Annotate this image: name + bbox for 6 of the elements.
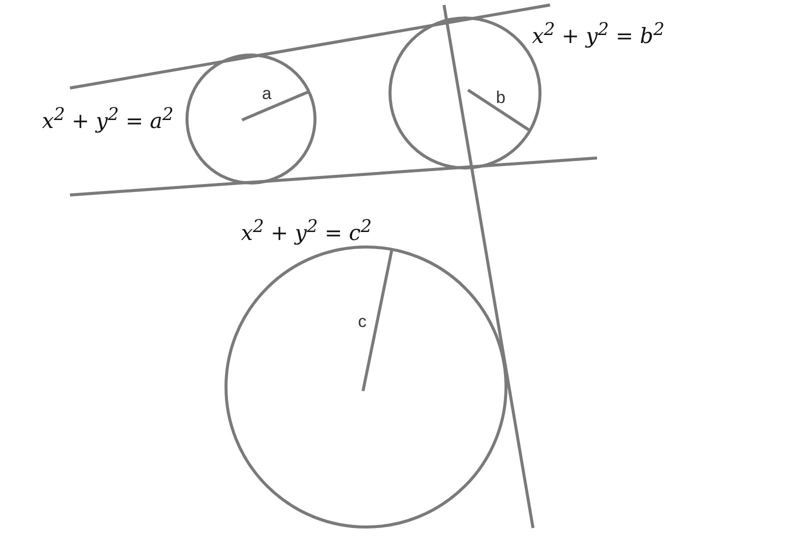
radius-label: c xyxy=(358,313,366,330)
equation-label: x$^{2}$ + y$^{2}$ = b$^{2}$ xyxy=(532,22,664,47)
equation-label: x$^{2}$ + y$^{2}$ = c$^{2}$ xyxy=(241,219,372,244)
equation-label: x$^{2}$ + y$^{2}$ = a$^{2}$ xyxy=(42,107,174,132)
radius-label: b xyxy=(496,89,506,106)
radius-label: a xyxy=(262,85,272,102)
